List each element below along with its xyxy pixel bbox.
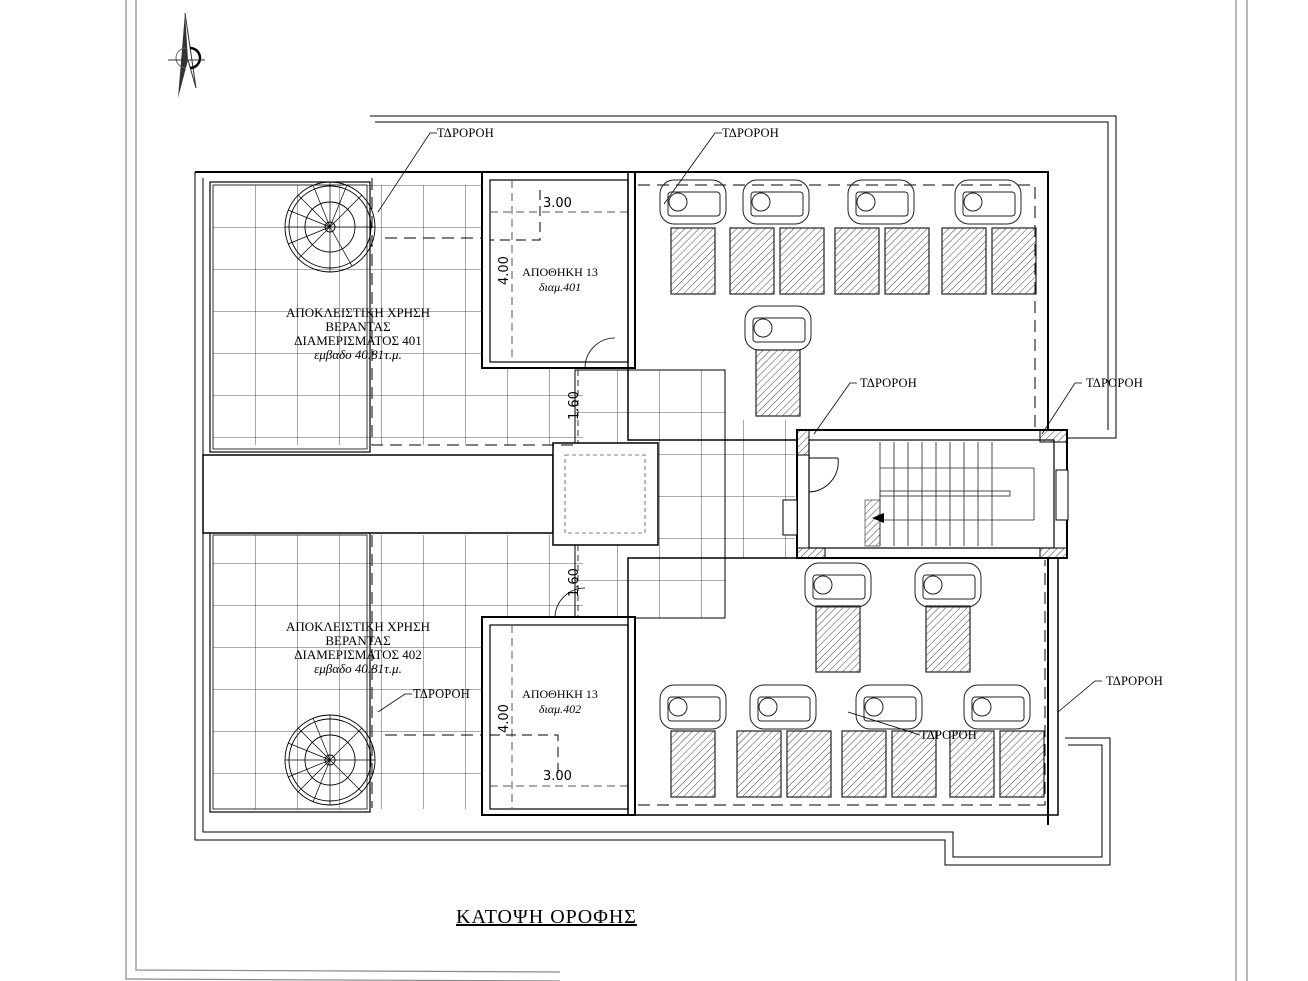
storage-402-label: ΑΠΟΘΗΚΗ 13 διαμ.402 bbox=[515, 688, 605, 715]
drain-tag: ΤΔΡΟΡΟΗ bbox=[722, 126, 780, 140]
storage-402-name: ΑΠΟΘΗΚΗ 13 bbox=[522, 687, 598, 701]
storage-401 bbox=[481, 171, 636, 619]
drawing-title: ΚΑΤΟΨΗ ΟΡΟΦΗΣ bbox=[456, 906, 637, 928]
drain-tag: ΤΔΡΟΡΟΗ bbox=[437, 126, 495, 140]
drain-tag: ΤΔΡΟΡΟΗ bbox=[1106, 674, 1164, 688]
veranda-402-label: ΑΠΟΚΛΕΙΣΤΙΚΗ ΧΡΗΣΗ ΒΕΡΑΝΤΑΣ ΔΙΑΜΕΡΙΣΜΑΤΟ… bbox=[258, 620, 458, 675]
veranda-402-line1: ΑΠΟΚΛΕΙΣΤΙΚΗ ΧΡΗΣΗ bbox=[285, 619, 431, 634]
drain-tag: ΤΔΡΟΡΟΗ bbox=[1086, 376, 1144, 390]
veranda-402-area: εμβαδο 40.81τ.μ. bbox=[314, 661, 402, 676]
drain-tag: ΤΔΡΟΡΟΗ bbox=[413, 687, 471, 701]
storage-401-unit: διαμ.401 bbox=[538, 280, 582, 294]
veranda-401-line3: ΔΙΑΜΕΡΙΣΜΑΤΟΣ 401 bbox=[294, 333, 422, 348]
storage-401-width-dim: 3.00 bbox=[543, 196, 572, 211]
spiral-stair-401 bbox=[284, 181, 376, 273]
veranda-401-line2: ΒΕΡΑΝΤΑΣ bbox=[325, 319, 391, 334]
veranda-401-label: ΑΠΟΚΛΕΙΣΤΙΚΗ ΧΡΗΣΗ ΒΕΡΑΝΤΑΣ ΔΙΑΜΕΡΙΣΜΑΤΟ… bbox=[258, 306, 458, 361]
storage-402-depth-dim: 4.00 bbox=[497, 704, 512, 733]
storage-402-width-dim: 3.00 bbox=[543, 769, 572, 784]
north-arrow-icon bbox=[168, 12, 205, 98]
sheet-frame bbox=[125, 0, 1248, 981]
corridor-lower-dim: 1.60 bbox=[567, 568, 582, 597]
storage-402 bbox=[481, 616, 636, 816]
veranda-402-line2: ΒΕΡΑΝΤΑΣ bbox=[325, 633, 391, 648]
storage-401-name: ΑΠΟΘΗΚΗ 13 bbox=[522, 265, 598, 279]
veranda-401-area: εμβαδο 40.81τ.μ. bbox=[314, 347, 402, 362]
veranda-402-line3: ΔΙΑΜΕΡΙΣΜΑΤΟΣ 402 bbox=[294, 647, 422, 662]
drain-tag: ΤΔΡΟΡΟΗ bbox=[860, 376, 918, 390]
drain-tag: ΤΔΡΟΡΟΗ bbox=[920, 728, 978, 742]
drain-leaders bbox=[377, 132, 1102, 736]
storage-401-depth-dim: 4.00 bbox=[497, 256, 512, 285]
corridor-upper-dim: 1.60 bbox=[567, 391, 582, 420]
storage-402-unit: διαμ.402 bbox=[538, 702, 582, 716]
staircase-core bbox=[782, 429, 1069, 559]
spiral-stair-402 bbox=[284, 714, 376, 806]
veranda-401-line1: ΑΠΟΚΛΕΙΣΤΙΚΗ ΧΡΗΣΗ bbox=[285, 305, 431, 320]
storage-401-label: ΑΠΟΘΗΚΗ 13 διαμ.401 bbox=[515, 266, 605, 293]
central-beam bbox=[202, 454, 554, 534]
lift-shaft bbox=[552, 442, 659, 546]
